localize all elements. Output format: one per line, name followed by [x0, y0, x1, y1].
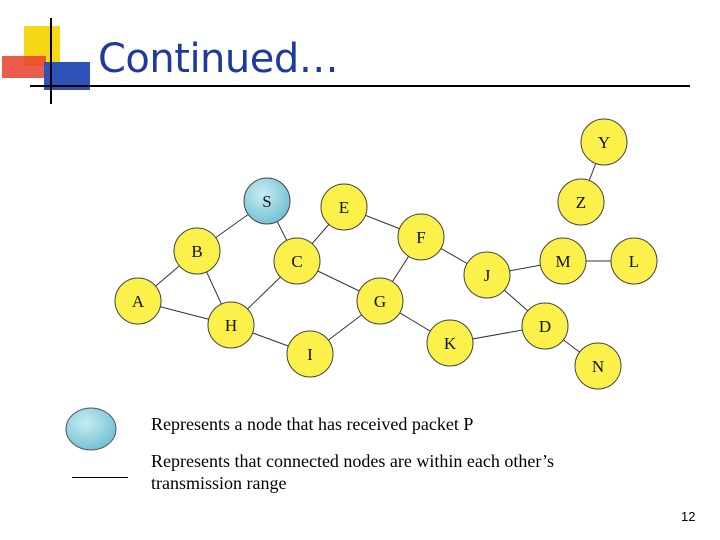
node-a: A [114, 277, 162, 325]
node-circle-b [173, 227, 221, 275]
node-circle-d [521, 302, 569, 350]
node-circle-s [243, 177, 291, 225]
node-label-l: L [629, 252, 639, 271]
node-label-n: N [592, 357, 604, 376]
node-label-m: M [555, 252, 570, 271]
node-circle-n [574, 342, 622, 390]
node-f: F [397, 213, 445, 261]
node-label-f: F [416, 228, 425, 247]
node-circle-l [610, 237, 658, 285]
node-circle-z [557, 178, 605, 226]
node-label-c: C [291, 252, 302, 271]
title-underline [30, 85, 690, 87]
node-g: G [356, 277, 404, 325]
node-i: I [286, 330, 334, 378]
node-label-k: K [444, 334, 457, 353]
node-label-s: S [262, 192, 271, 211]
legend-edge-swatch [72, 477, 128, 478]
node-y: Y [580, 118, 628, 166]
node-label-a: A [132, 292, 145, 311]
node-label-e: E [339, 198, 349, 217]
legend-edge-text: Represents that connected nodes are with… [151, 451, 555, 493]
node-c: C [273, 237, 321, 285]
node-j: J [463, 251, 511, 299]
node-z: Z [557, 178, 605, 226]
node-circle-a [114, 277, 162, 325]
node-l: L [610, 237, 658, 285]
node-circle-y [580, 118, 628, 166]
node-label-g: G [374, 292, 386, 311]
node-circle-e [320, 183, 368, 231]
node-label-z: Z [576, 193, 586, 212]
node-h: H [207, 301, 255, 349]
node-circle-i [286, 330, 334, 378]
node-d: D [521, 302, 569, 350]
node-m: M [539, 237, 587, 285]
node-label-d: D [539, 317, 551, 336]
node-label-i: I [307, 345, 313, 364]
node-circle-f [397, 213, 445, 261]
node-circle-j [463, 251, 511, 299]
node-circle-g [356, 277, 404, 325]
node-b: B [173, 227, 221, 275]
node-circle-c [273, 237, 321, 285]
node-k: K [426, 319, 474, 367]
legend-received-swatch [65, 407, 117, 451]
legend-received-text: Represents a node that has received pack… [151, 414, 474, 434]
node-label-j: J [484, 266, 491, 285]
logo-red-block [2, 56, 46, 78]
node-circle-k [426, 319, 474, 367]
node-e: E [320, 183, 368, 231]
node-label-h: H [225, 316, 237, 335]
page-number: 12 [681, 509, 696, 524]
slide-title: Continued… [98, 36, 339, 82]
node-label-y: Y [598, 133, 610, 152]
node-label-b: B [191, 242, 202, 261]
node-s: S [243, 177, 291, 225]
node-n: N [574, 342, 622, 390]
node-layer: S E B C A H I G F K J D M L N Z Y [114, 118, 658, 390]
node-circle-m [539, 237, 587, 285]
node-circle-h [207, 301, 255, 349]
